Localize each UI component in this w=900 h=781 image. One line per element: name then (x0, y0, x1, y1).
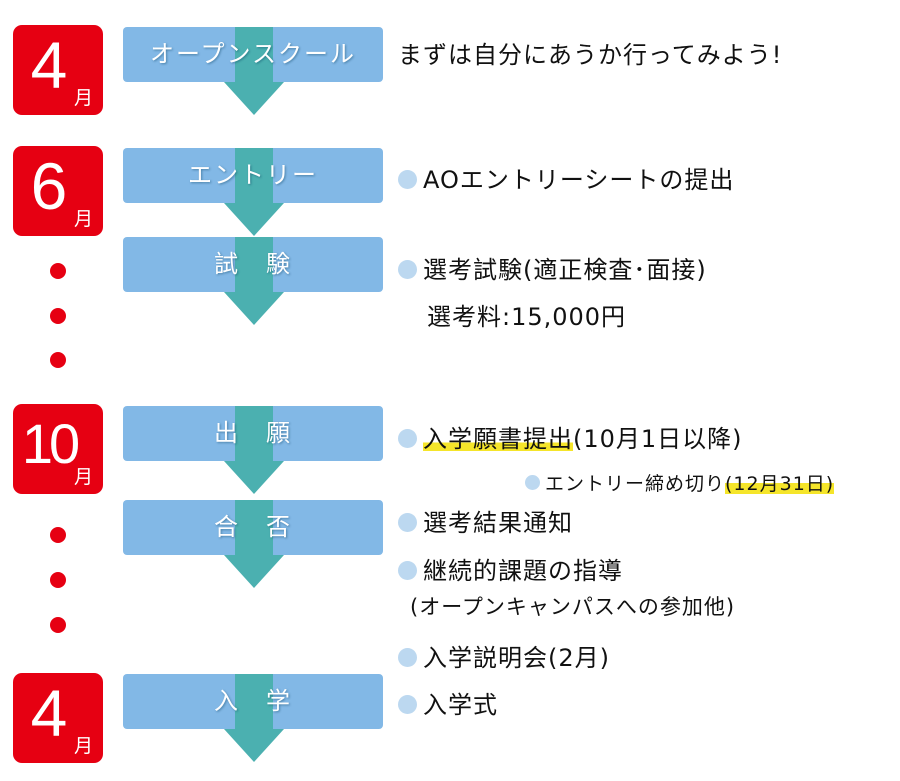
highlighted-text: 入学願書提出 (423, 425, 573, 453)
desc-application: 入学願書提出(10月1日以降) (398, 424, 743, 454)
desc-orientation: 入学説明会(2月) (398, 643, 610, 673)
desc-entry-sheet: AOエントリーシートの提出 (398, 165, 734, 195)
month-unit: 月 (73, 735, 93, 757)
desc-text: エントリー締め切り (545, 473, 726, 495)
month-number: 6 (30, 149, 68, 223)
desc-entry-deadline: エントリー締め切り(12月31日) (525, 472, 835, 496)
desc-result-notice: 選考結果通知 (398, 508, 573, 538)
step-label-open-school: オープンスクール (149, 40, 357, 68)
month-unit: 月 (73, 87, 93, 109)
bullet-icon (398, 512, 417, 532)
bullet-icon (398, 694, 417, 714)
desc-exam-fee: 選考料:15,000円 (427, 303, 627, 331)
bullet-icon (398, 428, 417, 448)
step-label-result: 合 否 (214, 513, 292, 541)
month-unit: 月 (73, 208, 93, 230)
desc-open-school: まずは自分にあうか行ってみよう! (398, 41, 783, 69)
desc-text: 入学説明会(2月) (423, 644, 610, 672)
ellipsis-dot (50, 263, 66, 279)
ellipsis-dot (50, 617, 66, 633)
bullet-icon (398, 169, 417, 189)
month-badge-october: 10 月 (13, 404, 103, 494)
desc-text: 入学式 (423, 691, 498, 719)
ellipsis-dot (50, 308, 66, 324)
bullet-icon (398, 560, 417, 580)
step-label-application: 出 願 (214, 419, 292, 447)
desc-exam: 選考試験(適正検査･面接) (398, 255, 707, 285)
month-badge-april-next: 4 月 (13, 673, 103, 763)
highlighted-date: (12月31日) (725, 473, 835, 495)
bullet-icon (398, 647, 417, 667)
desc-text: (10月1日以降) (573, 425, 743, 453)
month-badge-april: 4 月 (13, 25, 103, 115)
step-label-exam: 試 験 (214, 250, 292, 278)
desc-text: 選考結果通知 (423, 509, 573, 537)
month-badge-june: 6 月 (13, 146, 103, 236)
ellipsis-dot (50, 352, 66, 368)
desc-text: 継続的課題の指導 (423, 557, 623, 585)
desc-ceremony: 入学式 (398, 690, 498, 720)
month-unit: 月 (73, 466, 93, 488)
month-number: 10 (21, 412, 80, 475)
desc-text: AOエントリーシートの提出 (423, 166, 735, 194)
desc-text: 選考試験(適正検査･面接) (423, 256, 707, 284)
step-label-entry: エントリー (188, 161, 318, 189)
month-number: 4 (30, 676, 68, 750)
step-label-enrollment: 入 学 (214, 687, 292, 715)
desc-continued-guidance: 継続的課題の指導 (398, 556, 623, 586)
bullet-icon (398, 259, 417, 279)
desc-continued-guidance-note: (オープンキャンパスへの参加他) (410, 595, 736, 619)
ellipsis-dot (50, 572, 66, 588)
ellipsis-dot (50, 527, 66, 543)
bullet-icon (525, 475, 540, 490)
month-number: 4 (30, 28, 68, 102)
